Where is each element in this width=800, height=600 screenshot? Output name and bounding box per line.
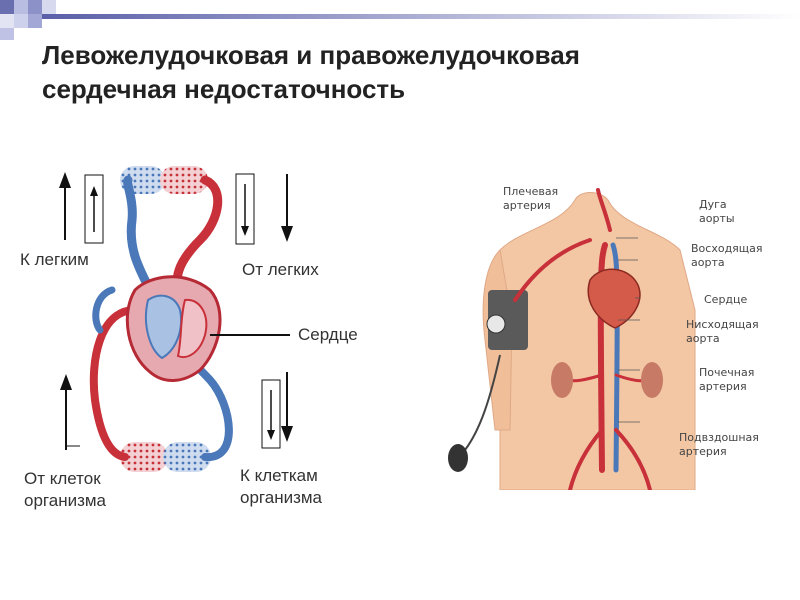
- slide-decoration: [0, 0, 800, 40]
- slide-title-line-2: сердечная недостаточность: [42, 74, 406, 104]
- label-brachial-1: Плечевая: [503, 185, 559, 198]
- label-heart-right: Сердце: [704, 293, 748, 306]
- label-ascending-1: Восходящая: [691, 242, 763, 255]
- label-arch-1: Дуга: [699, 198, 727, 211]
- label-arch-2: аорты: [699, 212, 735, 225]
- tissue-capillaries: [120, 442, 211, 472]
- label-to-cells-1: К клеткам: [240, 466, 318, 485]
- label-ascending-2: аорта: [691, 256, 725, 269]
- bp-gauge: [486, 314, 506, 334]
- label-descending-1: Нисходящая: [686, 318, 759, 331]
- right-kidney: [641, 362, 663, 398]
- label-from-cells-1: От клеток: [24, 469, 101, 488]
- arrow-to-lungs: [59, 172, 104, 244]
- torso-silhouette: [499, 192, 696, 490]
- torso-arteries-illustration: [448, 188, 696, 490]
- arrow-from-cells: [60, 374, 80, 450]
- left-kidney: [551, 362, 573, 398]
- label-renal-1: Почечная: [699, 366, 755, 379]
- leader-lines: [616, 237, 640, 423]
- label-from-lungs: От легких: [242, 260, 319, 279]
- bp-tube: [464, 354, 501, 451]
- torso-heart: [587, 268, 641, 329]
- slide-title: Левожелудочковая и правожелудочковая сер…: [42, 38, 782, 106]
- header-bar: [42, 14, 800, 19]
- label-brachial-2: артерия: [503, 199, 551, 212]
- circulation-diagram: [59, 166, 293, 472]
- label-iliac-1: Подвздошная: [679, 431, 759, 444]
- bp-bulb: [448, 444, 468, 472]
- heart-illustration: [125, 275, 222, 382]
- bp-cuff: [488, 290, 528, 350]
- label-to-cells-2: организма: [240, 488, 323, 507]
- label-renal-2: артерия: [699, 380, 747, 393]
- label-iliac-2: артерия: [679, 445, 727, 458]
- label-descending-2: аорта: [686, 332, 720, 345]
- arrow-to-cells: [261, 372, 293, 449]
- label-from-cells-2: организма: [24, 491, 107, 510]
- label-to-lungs: К легким: [20, 250, 89, 269]
- label-heart: Сердце: [298, 325, 358, 344]
- slide-title-line-1: Левожелудочковая и правожелудочковая: [42, 40, 580, 70]
- arrow-from-lungs: [235, 173, 293, 245]
